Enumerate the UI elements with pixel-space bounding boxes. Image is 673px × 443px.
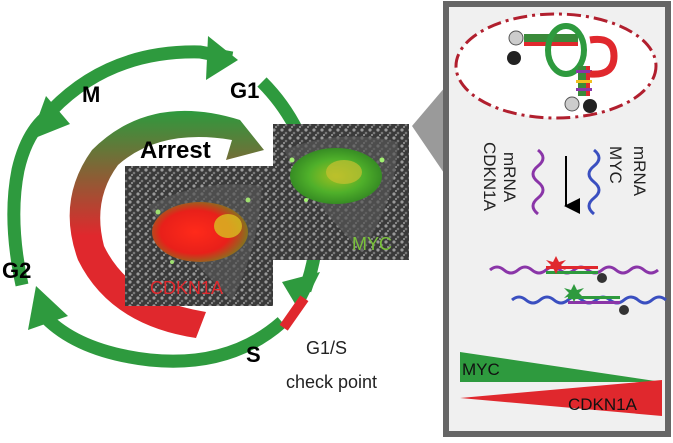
cdkn1a-gradient-wedge <box>460 380 662 416</box>
phase-label-g2: G2 <box>2 258 31 283</box>
arrowhead-g2 <box>28 286 68 330</box>
cell-label-cdkn1a: CDKN1A <box>150 278 223 298</box>
phase-label-g1: G1 <box>230 78 259 103</box>
myc-gradient-wedge <box>460 352 662 382</box>
checkpoint-bar <box>279 295 309 331</box>
cycle-arrowheads <box>28 36 320 330</box>
cell-label-myc: MYC <box>352 234 392 254</box>
hairpin-probe <box>507 23 618 113</box>
checkpoint-label-line2: check point <box>286 372 377 392</box>
arrowhead-g1 <box>206 36 238 80</box>
phase-label-m: M <box>82 82 100 107</box>
hybridized-myc <box>511 284 667 315</box>
hybridized-cdkn1a <box>489 256 659 283</box>
mrna-left-line1: CDKN1A <box>480 142 499 212</box>
arrowhead-m <box>30 96 70 140</box>
cdkn1a-gradient-label: CDKN1A <box>568 395 638 414</box>
callout-wedge <box>412 86 446 176</box>
mrna-left-line2: mRNA <box>500 152 519 203</box>
cell-image-myc: MYC <box>273 124 409 260</box>
mrna-right-line2: mRNA <box>630 146 649 197</box>
cycle-arc-bottom <box>41 313 287 368</box>
arrest-label: Arrest <box>140 137 211 164</box>
phase-label-s: S <box>246 342 261 367</box>
cell-image-cdkn1a: CDKN1A <box>125 166 273 306</box>
detail-panel: CDKN1A mRNA MYC mRNA MYC CDKN1A <box>443 1 671 437</box>
cycle-arc-top <box>47 45 234 115</box>
mrna-right-line1: MYC <box>606 146 625 184</box>
arrest-arrow <box>69 110 264 338</box>
checkpoint-label-line1: G1/S <box>306 338 347 358</box>
myc-gradient-label: MYC <box>462 360 500 379</box>
cdkn1a-mrna-squiggle <box>531 148 545 216</box>
myc-mrna-squiggle <box>587 148 601 216</box>
arrowhead-checkpoint <box>282 272 320 312</box>
